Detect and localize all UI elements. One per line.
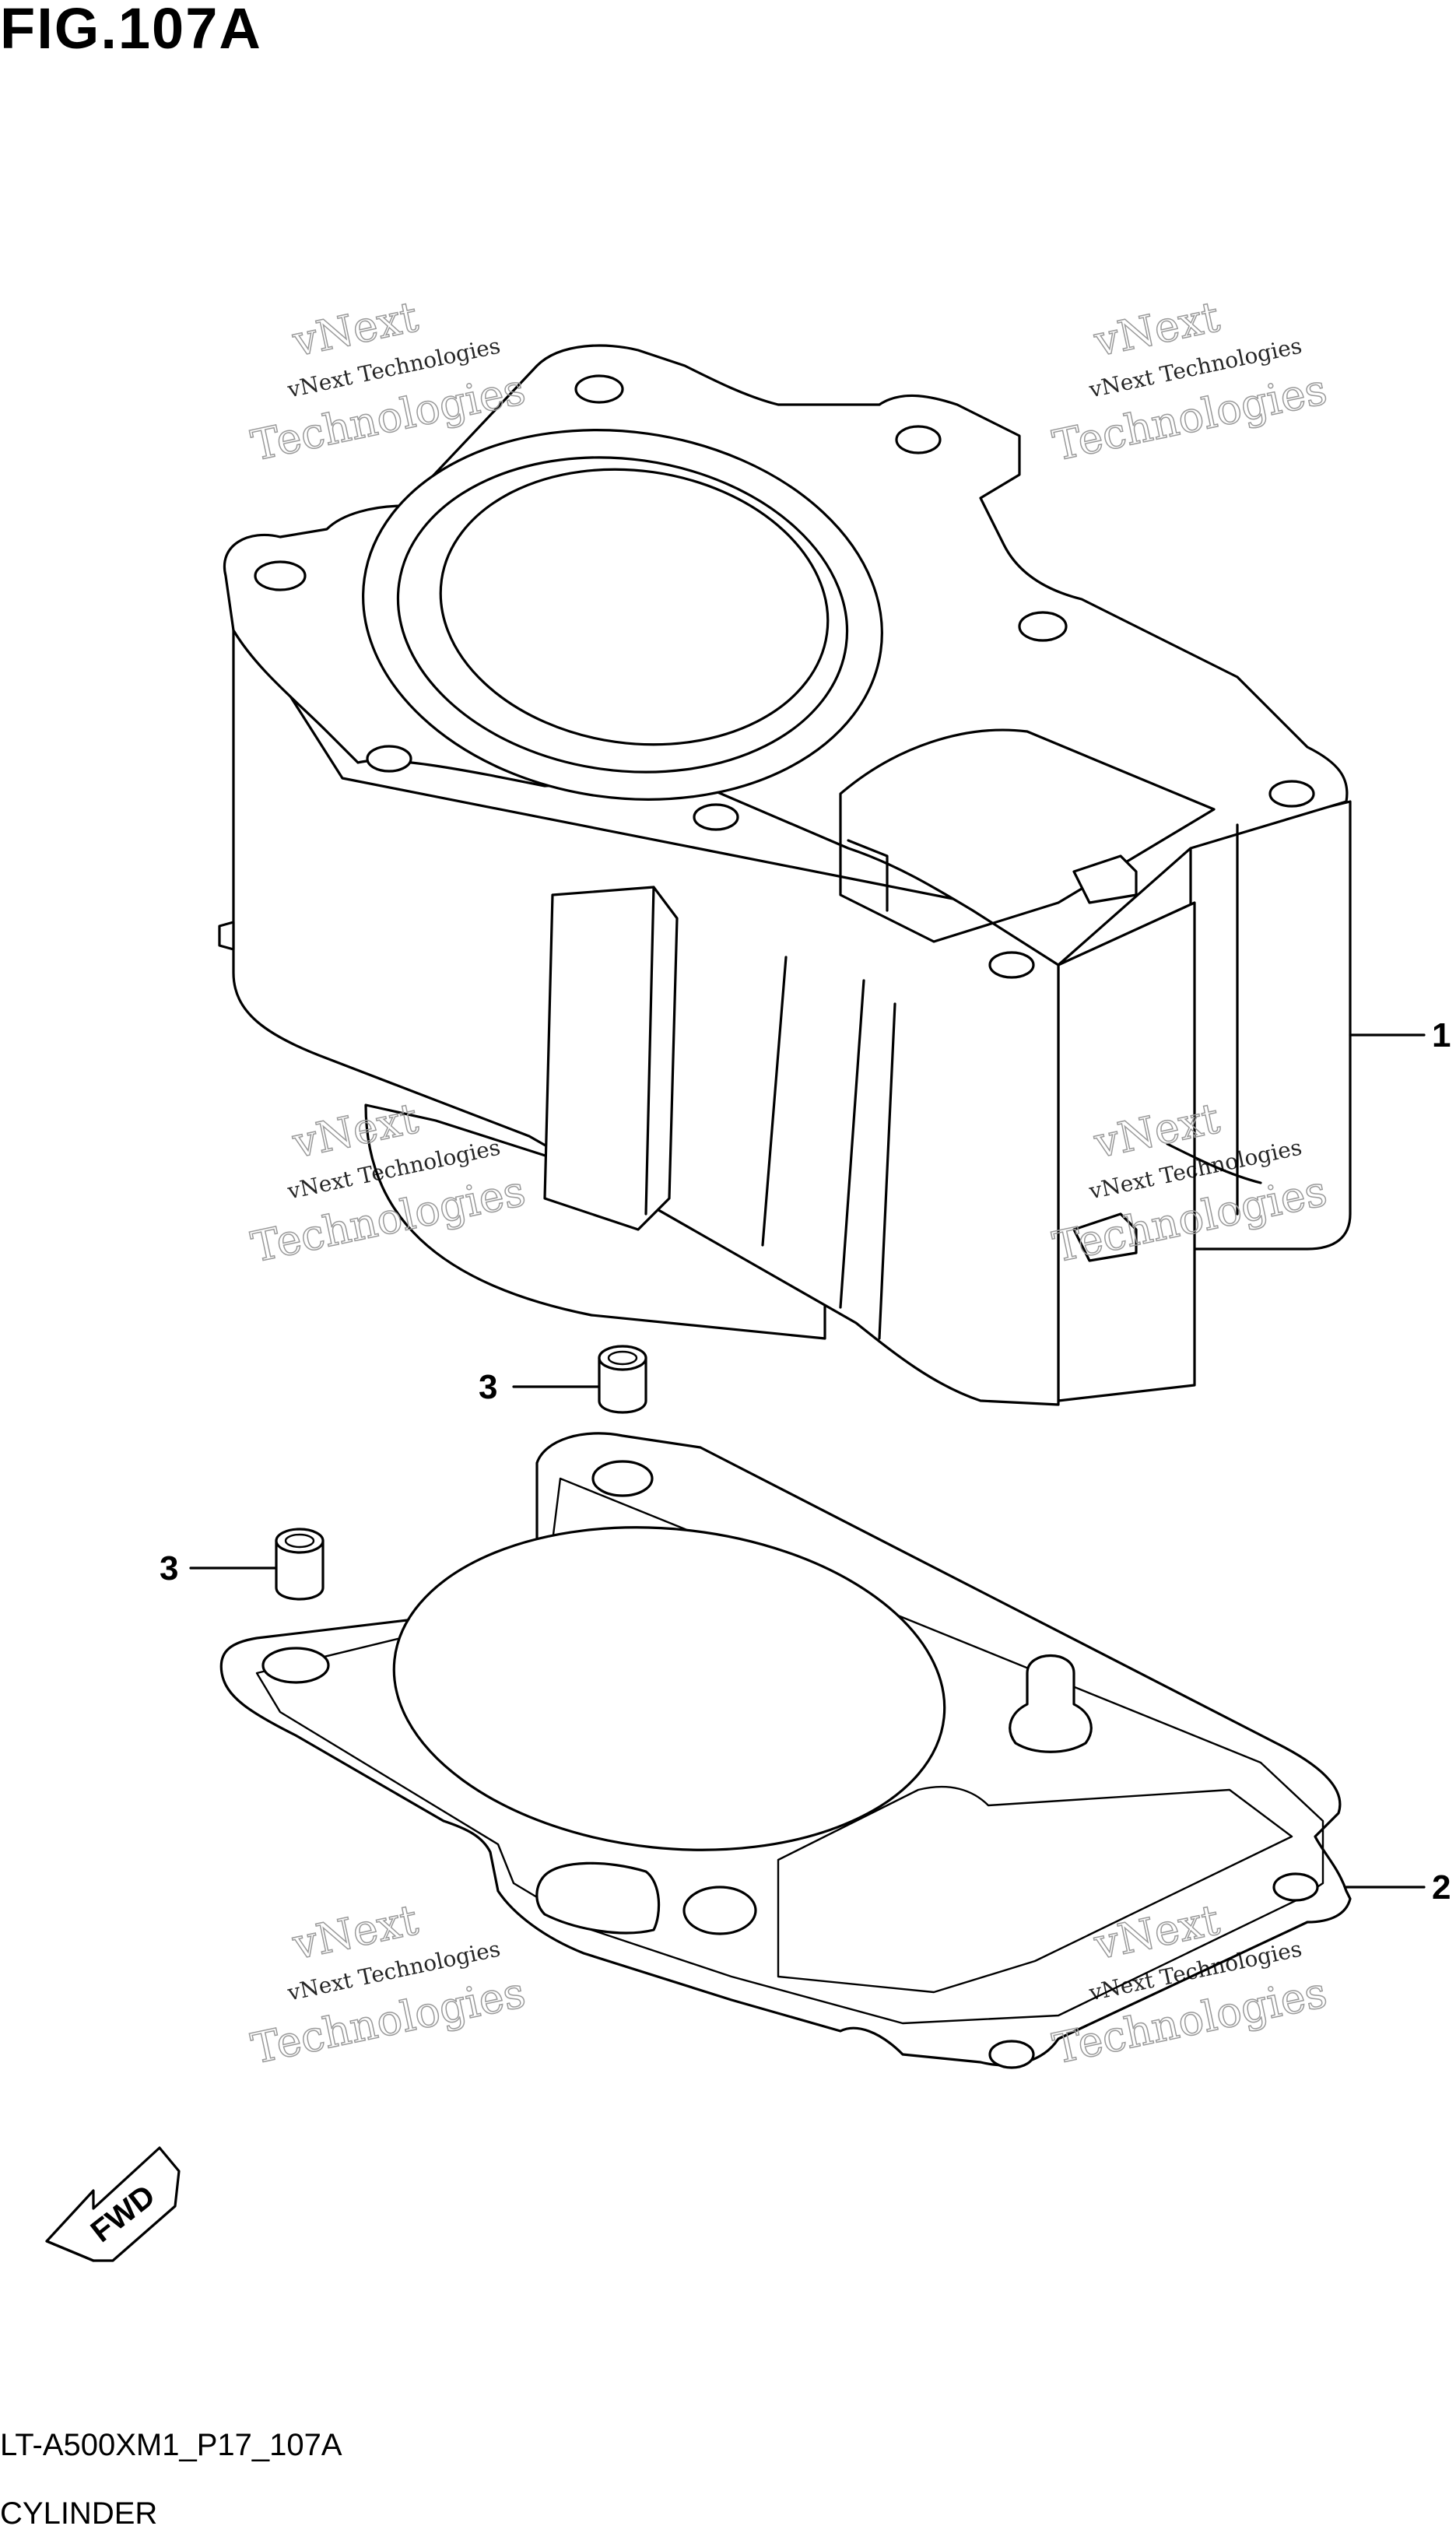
callout-1-group: 1 [1349, 1016, 1451, 1054]
callout-label-3-lower: 3 [160, 1549, 178, 1587]
callout-3-lower-group: 3 [160, 1549, 276, 1587]
callout-label-3-upper: 3 [479, 1368, 497, 1406]
figure-title: FIG.107A [0, 0, 262, 61]
watermark-bottom-left: vNext vNext Technologies Technologies [247, 1894, 530, 2074]
fwd-arrow-icon: FWD [45, 2146, 181, 2262]
callout-label-1: 1 [1432, 1016, 1451, 1054]
dowel-pin-upper[interactable] [598, 1345, 647, 1414]
callout-label-2: 2 [1432, 1868, 1451, 1907]
dowel-pin-lower[interactable] [275, 1528, 325, 1601]
figure-code: LT-A500XM1_P17_107A [0, 2428, 342, 2462]
figure-caption: CYLINDER [0, 2496, 158, 2531]
cylinder-gasket-part[interactable] [219, 1432, 1352, 2069]
callout-2-group: 2 [1345, 1868, 1451, 1907]
callout-3-upper-group: 3 [479, 1368, 599, 1406]
watermark-top-right: vNext vNext Technologies Technologies [1048, 291, 1331, 471]
cylinder-part[interactable] [218, 344, 1352, 1406]
